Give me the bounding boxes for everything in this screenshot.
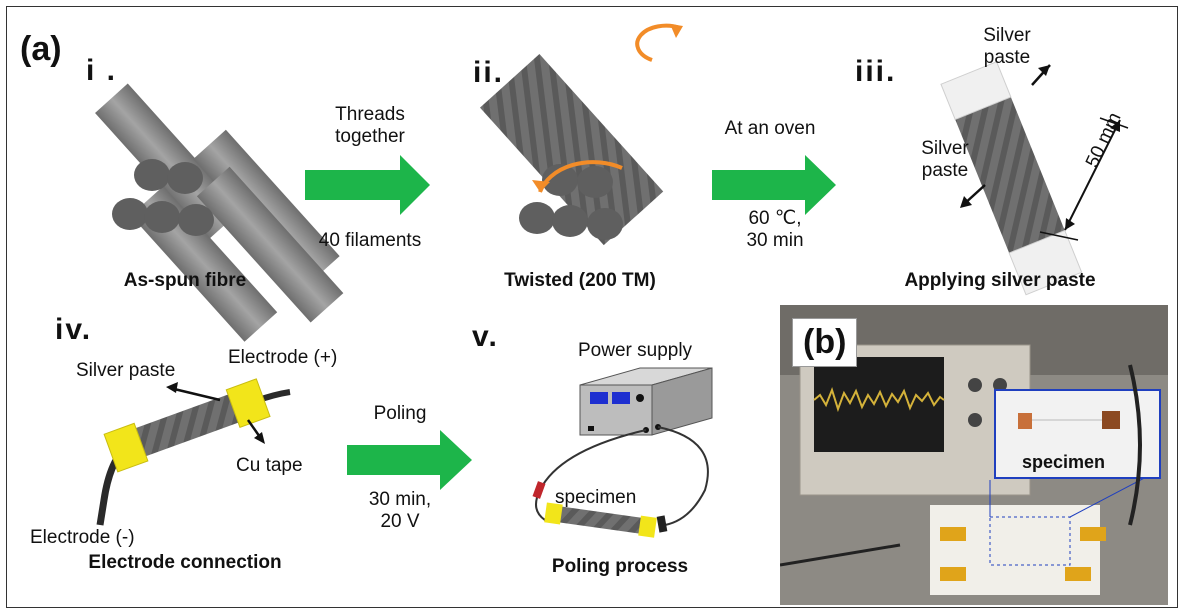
fibre-with-silver-paste xyxy=(940,61,1129,296)
step-numeral-i: i . xyxy=(86,54,118,87)
step-numeral-ii: ii. xyxy=(473,56,505,89)
panel-label-a: (a) xyxy=(20,30,62,68)
figure-frame xyxy=(6,6,1178,608)
arrow1-bottom-label: 40 filaments xyxy=(318,230,422,251)
arrow2-bottom-label: 60 ℃, 30 min xyxy=(746,208,804,251)
arrow3-top-label: Poling xyxy=(373,403,427,424)
arrow2-top-label: At an oven xyxy=(724,118,816,139)
step-numeral-v: v. xyxy=(472,320,499,353)
cu-tape-label: Cu tape xyxy=(236,455,303,476)
twist-arrow-top xyxy=(635,23,681,62)
arrow1-top-label: Threads together xyxy=(335,104,405,147)
caption-electrode-connection: Electrode connection xyxy=(88,552,282,573)
silver-paste-top-label: Silver paste xyxy=(983,25,1031,68)
arrow-threads-together xyxy=(305,155,430,215)
photo-inset-specimen-label: specimen xyxy=(1022,452,1106,472)
step-numeral-iii: iii. xyxy=(855,55,897,88)
panel-label-b: (b) xyxy=(792,318,858,368)
power-supply-label: Power supply xyxy=(578,340,693,361)
caption-poling-process: Poling process xyxy=(551,556,689,577)
electrode-connection-drawing xyxy=(96,378,291,526)
silver-paste-label: Silver paste xyxy=(76,360,176,381)
specimen-label: specimen xyxy=(555,487,637,508)
electrode-negative-label: Electrode (-) xyxy=(30,527,135,548)
electrode-positive-label: Electrode (+) xyxy=(228,347,338,368)
step-numeral-iv: iv. xyxy=(55,313,93,346)
as-spun-fibre-bundle xyxy=(95,83,344,342)
arrow3-bottom-label: 30 min, 20 V xyxy=(368,489,432,532)
caption-twisted: Twisted (200 TM) xyxy=(504,270,656,291)
arrow-at-an-oven xyxy=(712,155,836,215)
arrow-poling xyxy=(347,430,472,490)
caption-as-spun-fibre: As-spun fibre xyxy=(123,270,247,291)
silver-paste-mid-label: Silver paste xyxy=(921,138,969,181)
caption-applying-silver-paste: Applying silver paste xyxy=(904,270,1096,291)
poling-setup-drawing xyxy=(532,367,713,538)
twisted-fibre-bundle xyxy=(479,23,683,246)
